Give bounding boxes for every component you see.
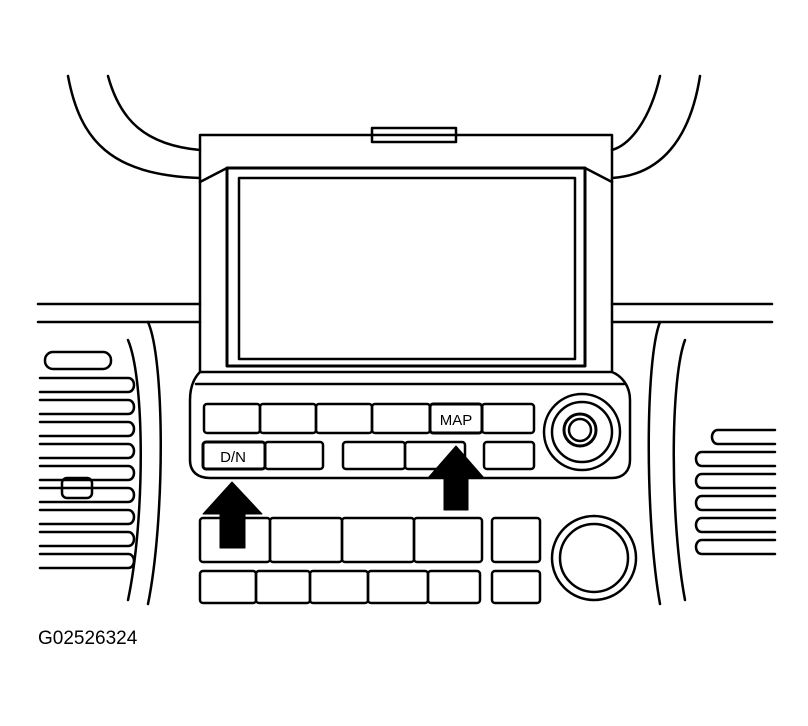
left-air-vent: [38, 320, 162, 606]
right-air-vent: [647, 320, 777, 606]
top-button-row: [202, 402, 536, 435]
figure-id: G02526324: [38, 628, 138, 649]
dash-lines-right: [610, 302, 774, 324]
dash-lines-left: [36, 302, 202, 324]
upper-dash-outline: [66, 74, 702, 180]
display-unit: [198, 126, 614, 374]
upper-knob: [542, 392, 622, 472]
arrow-up-icon: [427, 445, 485, 511]
lower-knob: [550, 514, 638, 602]
dn-button-label: D/N: [220, 449, 246, 466]
control-panel: [188, 370, 632, 480]
map-button-label: MAP: [440, 412, 473, 429]
second-button-row: [201, 440, 536, 471]
arrow-up-icon: [202, 481, 263, 549]
lower-button-grid: [198, 516, 542, 605]
